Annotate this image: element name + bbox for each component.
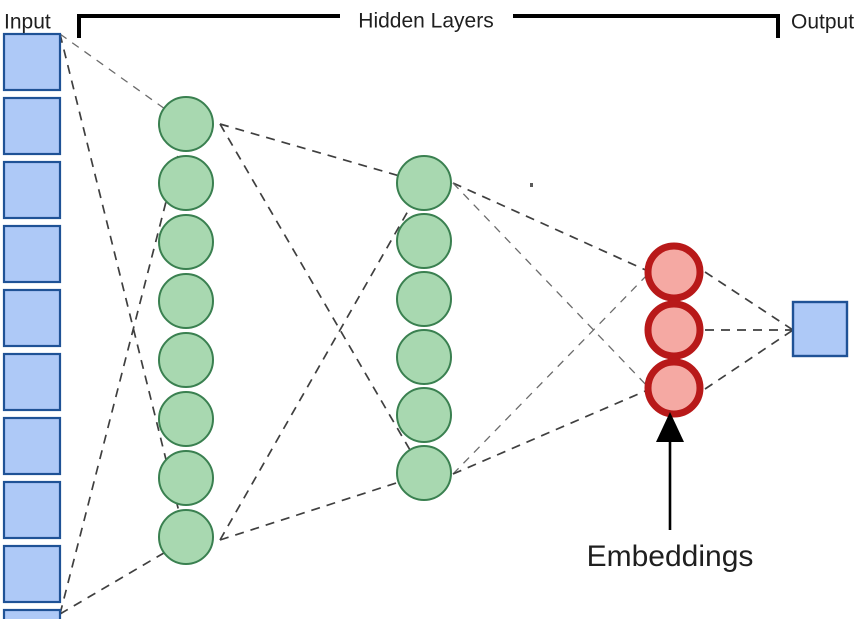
hidden-node[interactable]: [158, 155, 214, 211]
hidden-layer-2: [396, 155, 452, 501]
embeddings-annotation-arrow: [656, 412, 684, 530]
output-label: Output: [791, 11, 854, 34]
connections-embeddings-to-output: [704, 271, 794, 390]
connection-line: [452, 182, 651, 390]
input-layer: [2, 32, 62, 619]
input-node[interactable]: [2, 608, 62, 619]
hidden-layers-bracket: [77, 14, 780, 38]
connection-line: [59, 33, 187, 125]
hidden-node[interactable]: [396, 445, 452, 501]
connection-line: [59, 539, 187, 615]
embeddings-label: Embeddings: [587, 540, 754, 573]
connection-line: [219, 473, 425, 541]
output-layer: [791, 300, 849, 358]
hidden-node[interactable]: [158, 509, 214, 565]
input-node[interactable]: [2, 352, 62, 412]
hidden-node[interactable]: [396, 271, 452, 327]
embedding-node[interactable]: [644, 358, 704, 418]
connection-line: [452, 271, 651, 475]
hidden-node[interactable]: [396, 329, 452, 385]
hidden-node[interactable]: [158, 450, 214, 506]
connection-line: [59, 123, 187, 615]
bracket-right-segment: [513, 14, 780, 38]
connection-line: [704, 271, 794, 331]
hidden-node[interactable]: [158, 273, 214, 329]
bracket-left-segment: [77, 14, 340, 38]
input-node[interactable]: [2, 160, 62, 220]
hidden-node[interactable]: [158, 391, 214, 447]
hidden-node[interactable]: [396, 213, 452, 269]
input-node[interactable]: [2, 32, 62, 92]
input-node[interactable]: [2, 544, 62, 604]
connection-line: [59, 33, 187, 541]
annotation-arrow-head: [656, 412, 684, 442]
connection-line: [452, 182, 651, 273]
hidden-layer-1: [158, 96, 214, 565]
hidden-layers-label: Hidden Layers: [358, 10, 493, 33]
input-node[interactable]: [2, 96, 62, 156]
hidden-node[interactable]: [158, 214, 214, 270]
embedding-node[interactable]: [644, 300, 704, 360]
input-node[interactable]: [2, 480, 62, 540]
input-node[interactable]: [2, 288, 62, 348]
connections-input-to-hidden1: [59, 33, 187, 615]
hidden-node[interactable]: [158, 332, 214, 388]
connection-line: [704, 329, 794, 390]
hidden-node[interactable]: [158, 96, 214, 152]
connection-line: [219, 182, 425, 541]
output-node[interactable]: [791, 300, 849, 358]
connections-hidden2-to-embeddings: [452, 182, 651, 475]
embedding-node[interactable]: [644, 242, 704, 302]
input-node[interactable]: [2, 224, 62, 284]
embedding-layer: [644, 242, 704, 418]
render-artifact-dot: [530, 183, 533, 187]
connections-hidden1-to-hidden2: [219, 123, 425, 541]
input-node[interactable]: [2, 416, 62, 476]
connection-line: [219, 123, 425, 184]
input-label: Input: [4, 11, 51, 34]
connection-line: [452, 388, 651, 475]
connection-line: [219, 123, 425, 475]
hidden-node[interactable]: [396, 387, 452, 443]
hidden-node[interactable]: [396, 155, 452, 211]
